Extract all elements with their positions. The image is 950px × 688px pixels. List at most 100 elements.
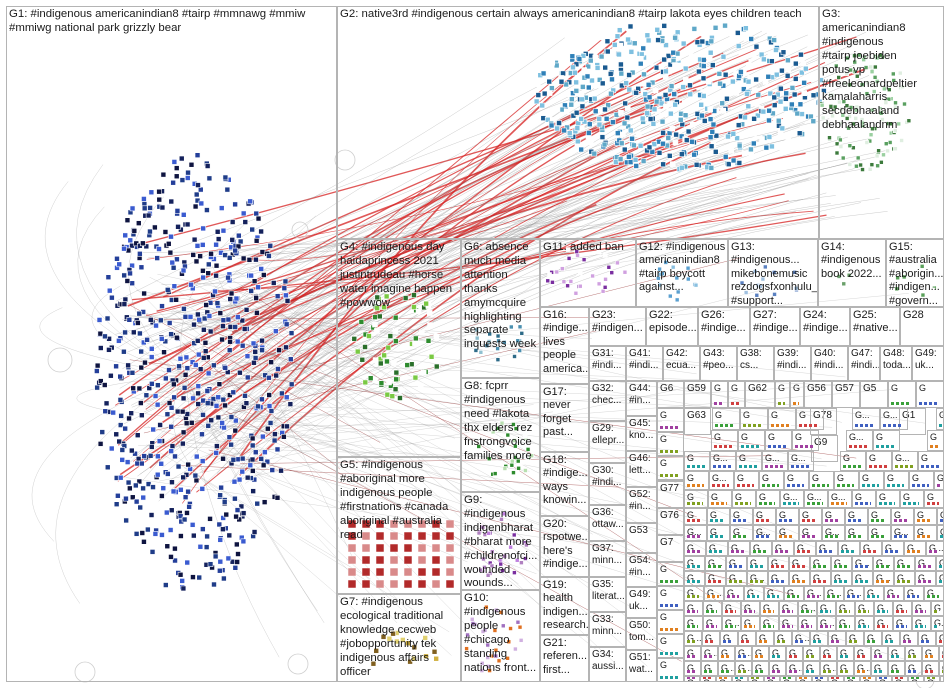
small-group-box[interactable]: G...: [876, 676, 892, 682]
small-group-box[interactable]: G: [708, 490, 732, 508]
small-group-box[interactable]: G: [876, 490, 900, 508]
small-group-box[interactable]: G: [900, 490, 924, 508]
group-box-g15[interactable]: G15: #australia #aborigin... #indigen...…: [886, 239, 944, 307]
small-group-box[interactable]: G: [705, 571, 726, 586]
group-box-g32[interactable]: G32: chec...: [589, 381, 626, 421]
small-group-box[interactable]: G...: [924, 676, 940, 682]
small-group-box[interactable]: G: [774, 631, 792, 646]
small-group-box[interactable]: G: [893, 616, 912, 631]
small-group-box[interactable]: G: [734, 471, 759, 490]
small-group-box[interactable]: G...: [804, 586, 824, 601]
small-group-box[interactable]: G: [764, 586, 784, 601]
small-group-box[interactable]: G...: [846, 430, 873, 451]
small-group-box[interactable]: G: [803, 646, 820, 661]
small-group-box[interactable]: G: [740, 408, 768, 430]
small-group-box[interactable]: G: [810, 556, 831, 571]
small-group-box[interactable]: G...: [716, 676, 732, 682]
small-group-box[interactable]: G: [860, 541, 882, 556]
small-group-box[interactable]: G: [684, 451, 710, 471]
small-group-box[interactable]: G...: [794, 541, 816, 556]
group-box-g59[interactable]: G5: [860, 381, 888, 408]
small-group-box[interactable]: G: [730, 525, 753, 541]
small-group-box[interactable]: G: [871, 661, 888, 676]
small-group-box[interactable]: G...: [937, 508, 944, 525]
small-group-box[interactable]: G: [657, 432, 684, 456]
small-group-box[interactable]: G...: [798, 601, 817, 616]
small-group-box[interactable]: G: [904, 541, 926, 556]
small-group-box[interactable]: G...: [860, 676, 876, 682]
small-group-box[interactable]: G: [874, 616, 893, 631]
group-box-g22[interactable]: G22: episode...: [646, 307, 698, 346]
group-box-g55[interactable]: G54: #in...: [626, 553, 657, 587]
small-group-box[interactable]: G: [741, 601, 760, 616]
small-group-box[interactable]: G...: [701, 646, 718, 661]
group-box-g78[interactable]: G77: [657, 481, 684, 508]
group-box-g34[interactable]: G34: aussi...: [589, 647, 626, 682]
group-box-g62[interactable]: G6: [657, 381, 684, 408]
group-box-g25[interactable]: G25: #native...: [850, 307, 900, 346]
small-group-box[interactable]: G...: [817, 616, 836, 631]
small-group-box[interactable]: G: [924, 586, 944, 601]
small-group-box[interactable]: G: [657, 456, 684, 480]
small-group-box[interactable]: G: [812, 676, 828, 682]
group-box-g77[interactable]: G76: [657, 508, 684, 535]
small-group-box[interactable]: G: [684, 471, 709, 490]
small-group-box[interactable]: G: [769, 646, 786, 661]
small-group-box[interactable]: G...: [705, 556, 726, 571]
small-group-box[interactable]: G...: [873, 556, 894, 571]
small-group-box[interactable]: G: [931, 601, 944, 616]
small-group-box[interactable]: G: [707, 525, 730, 541]
group-box-g35[interactable]: G35: literat...: [589, 577, 626, 612]
group-box-g13[interactable]: G13: #indigenous... mikebonemusic rezdog…: [728, 239, 818, 307]
small-group-box[interactable]: G: [684, 646, 701, 661]
small-group-box[interactable]: G: [922, 646, 939, 661]
small-group-box[interactable]: G...: [824, 586, 844, 601]
small-group-box[interactable]: G...: [852, 408, 880, 430]
small-group-box[interactable]: G: [884, 471, 909, 490]
small-group-box[interactable]: G...: [891, 525, 914, 541]
small-group-box[interactable]: G: [866, 451, 892, 471]
small-group-box[interactable]: G...: [873, 571, 894, 586]
small-group-box[interactable]: G: [871, 646, 888, 661]
small-group-box[interactable]: G: [810, 571, 831, 586]
small-group-box[interactable]: G: [780, 676, 796, 682]
small-group-box[interactable]: G: [760, 601, 779, 616]
small-group-box[interactable]: G: [939, 646, 944, 661]
small-group-box[interactable]: G: [894, 556, 915, 571]
small-group-box[interactable]: G...: [728, 541, 750, 556]
small-group-box[interactable]: G...: [710, 451, 736, 471]
small-group-box[interactable]: G: [722, 601, 741, 616]
small-group-box[interactable]: G: [712, 408, 740, 430]
small-group-box[interactable]: G: [684, 490, 708, 508]
small-group-box[interactable]: G...: [780, 490, 804, 508]
small-group-box[interactable]: G: [888, 381, 916, 408]
small-group-box[interactable]: G: [828, 631, 846, 646]
group-box-g10[interactable]: G10: #indigenous people #chicago standin…: [461, 590, 540, 682]
small-group-box[interactable]: G: [891, 508, 914, 525]
small-group-box[interactable]: G...: [892, 451, 918, 471]
small-group-box[interactable]: G: [914, 508, 937, 525]
small-group-box[interactable]: G: [753, 508, 776, 525]
small-group-box[interactable]: G: [840, 451, 866, 471]
group-box-g7[interactable]: G7: #indigenous ecological traditional k…: [337, 594, 461, 682]
group-box-g49[interactable]: G49: uk...: [912, 346, 944, 381]
small-group-box[interactable]: G: [854, 646, 871, 661]
small-group-box[interactable]: G...: [786, 661, 803, 676]
small-group-box[interactable]: G: [657, 480, 684, 482]
small-group-box[interactable]: G: [657, 658, 684, 682]
small-group-box[interactable]: G: [810, 631, 828, 646]
small-group-box[interactable]: G...: [750, 541, 772, 556]
small-group-box[interactable]: G...: [820, 661, 837, 676]
group-box-g12[interactable]: G12: #indigenous americanindian8 #tairp …: [636, 239, 728, 307]
small-group-box[interactable]: G: [831, 556, 852, 571]
small-group-box[interactable]: G: [760, 616, 779, 631]
small-group-box[interactable]: G...: [732, 676, 748, 682]
group-box-g54[interactable]: G53: [626, 523, 657, 553]
small-group-box[interactable]: G: [796, 408, 824, 430]
small-group-box[interactable]: G: [765, 430, 792, 451]
small-group-box[interactable]: G: [799, 525, 822, 541]
small-group-box[interactable]: G: [720, 631, 738, 646]
small-group-box[interactable]: G: [864, 631, 882, 646]
small-group-box[interactable]: G: [855, 616, 874, 631]
small-group-box[interactable]: G: [764, 676, 780, 682]
